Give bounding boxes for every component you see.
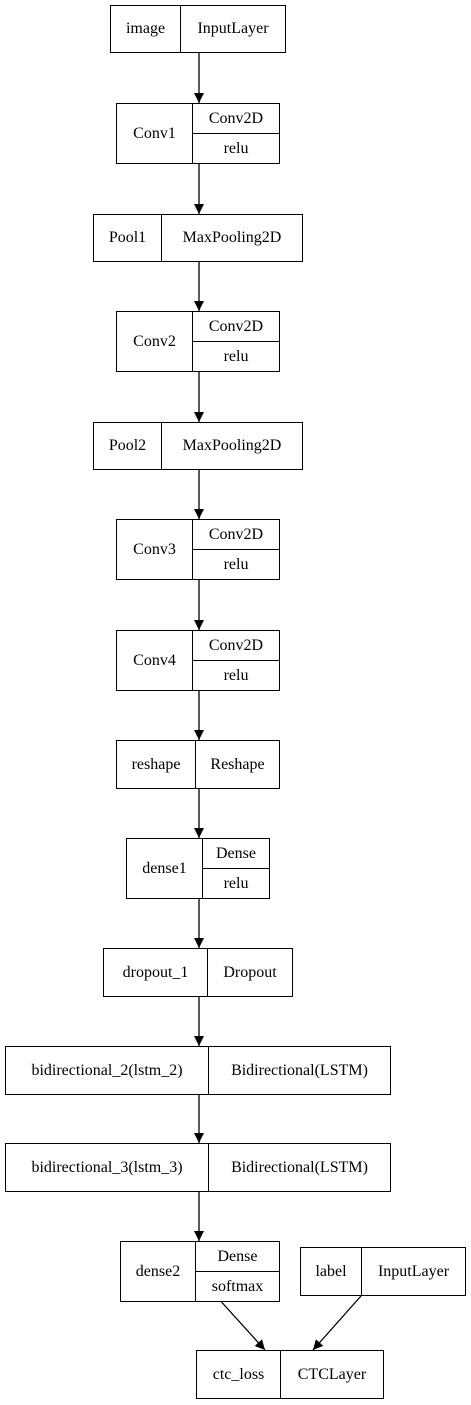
layer-name: dropout_1: [104, 949, 208, 996]
edge-label-to-ctcloss: [312, 1295, 362, 1351]
edge-dense2-to-ctcloss: [221, 1301, 266, 1351]
layer-name: dense1: [127, 839, 203, 898]
layer-node-dense2: dense2 Dense softmax: [120, 1241, 280, 1302]
layer-type: InputLayer: [377, 1262, 450, 1280]
layer-type: Conv2D: [208, 636, 264, 654]
layer-name: image: [111, 6, 181, 52]
layer-type: Conv2D: [208, 109, 264, 127]
layer-activation: softmax: [196, 1271, 279, 1301]
layer-node-dropout1: dropout_1 Dropout: [103, 948, 293, 997]
layer-node-conv1: Conv1 Conv2D relu: [116, 103, 280, 164]
layer-activation: relu: [203, 868, 269, 898]
layer-node-conv2: Conv2 Conv2D relu: [116, 311, 280, 372]
layer-type: Conv2D: [208, 525, 264, 543]
layer-node-label: label InputLayer: [300, 1247, 466, 1296]
layer-node-reshape: reshape Reshape: [116, 740, 280, 789]
layer-activation: relu: [193, 133, 279, 163]
layer-activation: relu: [193, 341, 279, 371]
layer-type: Bidirectional(LSTM): [231, 1061, 368, 1079]
layer-name: bidirectional_2(lstm_2): [6, 1047, 209, 1094]
layer-node-conv4: Conv4 Conv2D relu: [116, 630, 280, 691]
layer-type: Dropout: [223, 963, 277, 981]
layer-name: ctc_loss: [197, 1351, 281, 1398]
layer-name: Conv2: [117, 312, 193, 371]
layer-name: label: [301, 1248, 362, 1295]
layer-type: Dense: [217, 1247, 258, 1265]
layer-type: Bidirectional(LSTM): [231, 1158, 368, 1176]
layer-node-pool1: Pool1 MaxPooling2D: [93, 214, 303, 262]
layer-name: Conv1: [117, 104, 193, 163]
layer-name: Pool2: [94, 423, 162, 469]
layer-node-pool2: Pool2 MaxPooling2D: [93, 422, 303, 470]
layer-type: Dense: [216, 844, 256, 862]
layer-type: MaxPooling2D: [182, 229, 282, 246]
layer-node-ctcloss: ctc_loss CTCLayer: [196, 1350, 384, 1399]
layer-node-bidir3: bidirectional_3(lstm_3) Bidirectional(LST…: [5, 1143, 391, 1192]
layer-name: Conv3: [117, 520, 193, 579]
layer-node-bidir2: bidirectional_2(lstm_2) Bidirectional(LST…: [5, 1046, 391, 1095]
layer-name: Conv4: [117, 631, 193, 690]
layer-node-dense1: dense1 Dense relu: [126, 838, 270, 899]
layer-node-conv3: Conv3 Conv2D relu: [116, 519, 280, 580]
layer-activation: relu: [193, 660, 279, 690]
layer-type: Conv2D: [208, 317, 264, 335]
layer-name: bidirectional_3(lstm_3): [6, 1144, 209, 1191]
layer-type: Reshape: [210, 755, 265, 773]
layer-type: CTCLayer: [297, 1365, 367, 1383]
layer-name: dense2: [121, 1242, 196, 1301]
layer-type: InputLayer: [197, 20, 269, 37]
layer-activation: relu: [193, 549, 279, 579]
layer-node-image: image InputLayer: [110, 5, 286, 53]
layer-name: reshape: [117, 741, 196, 788]
layer-type: MaxPooling2D: [182, 437, 282, 454]
layer-name: Pool1: [94, 215, 162, 261]
